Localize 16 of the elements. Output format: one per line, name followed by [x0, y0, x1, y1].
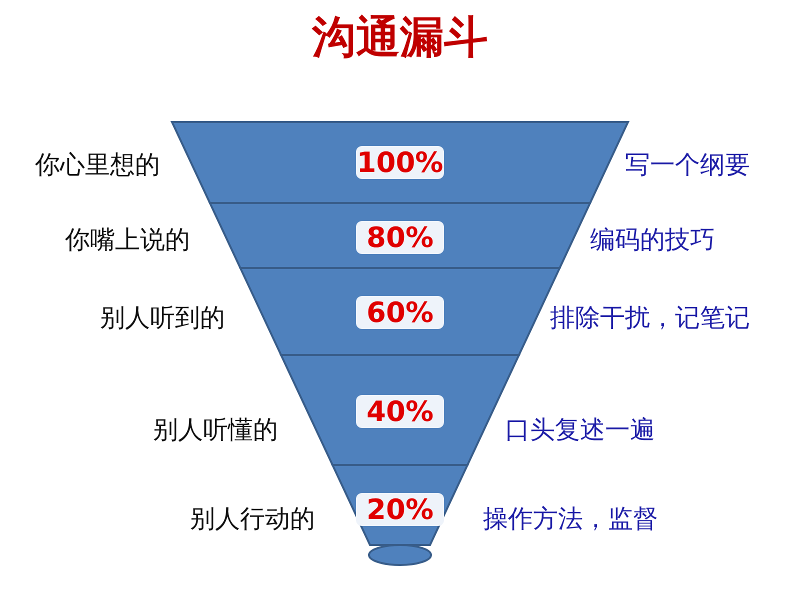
tip-label: 操作方法，监督 — [483, 503, 658, 535]
stage-label: 别人行动的 — [190, 503, 315, 535]
stage-label: 别人听到的 — [100, 302, 225, 334]
percentage-label: 100% — [356, 146, 444, 179]
stage-label: 别人听懂的 — [153, 414, 278, 446]
stage-label: 你心里想的 — [35, 149, 160, 181]
tip-label: 写一个纲要 — [625, 149, 750, 181]
title: 沟通漏斗 — [310, 11, 489, 65]
percentage-label: 20% — [356, 493, 444, 526]
percentage-label: 60% — [356, 296, 444, 329]
percentage-label: 40% — [356, 395, 444, 428]
percentage-label: 80% — [356, 221, 444, 254]
tip-label: 口头复述一遍 — [505, 414, 655, 446]
stage-label: 你嘴上说的 — [65, 224, 190, 256]
tip-label: 排除干扰，记笔记 — [550, 302, 750, 334]
tip-label: 编码的技巧 — [590, 224, 715, 256]
